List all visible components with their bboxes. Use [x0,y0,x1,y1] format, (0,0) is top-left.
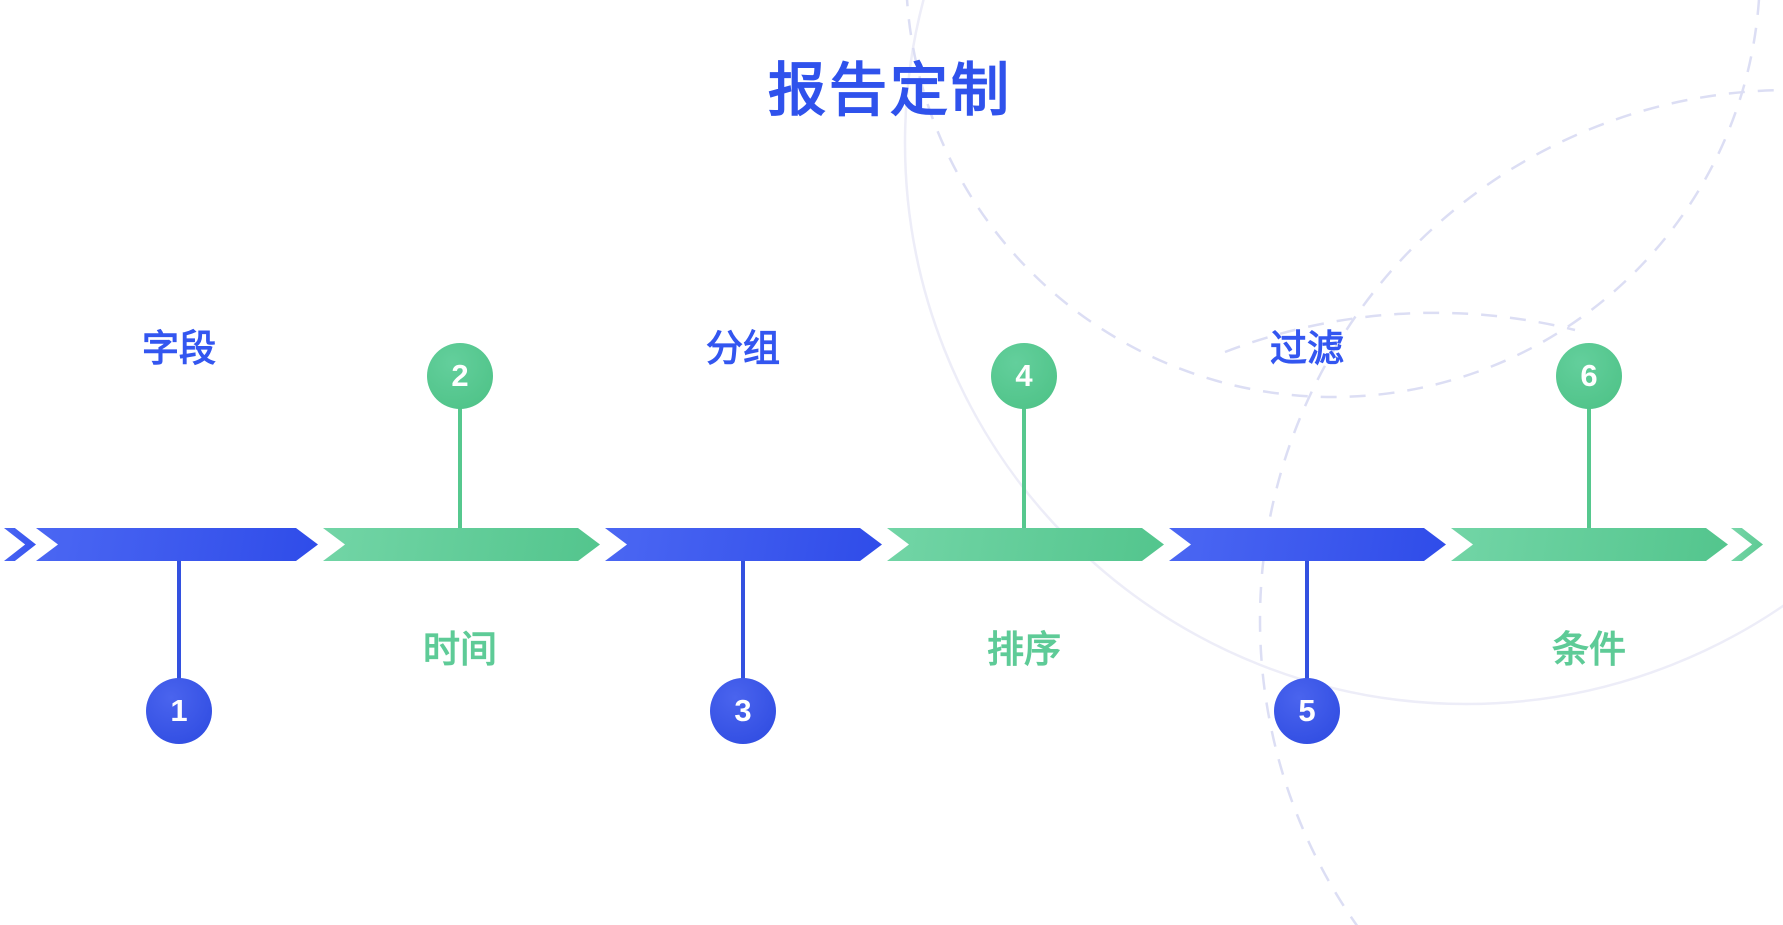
step-label-6: 条件 [1552,629,1626,670]
step-number-circle-1: 1 [146,678,212,744]
band-segment-1 [36,528,318,561]
step-label-4: 排序 [987,629,1061,670]
step-label-2: 时间 [423,629,497,670]
band-segment-4 [887,528,1164,561]
step-number-circle-6: 6 [1556,343,1622,409]
decoration-dashed-arc [1224,311,1576,354]
step-number-circle-5: 5 [1274,678,1340,744]
decoration-dashed-circle-top [905,0,1761,399]
step-number-circle-3: 3 [710,678,776,744]
step-label-1: 字段 [142,328,216,369]
connector-line-6 [1587,400,1591,528]
connector-line-5 [1305,561,1309,680]
step-number-circle-2: 2 [427,343,493,409]
band-segment-2 [323,528,600,561]
band-segment-3 [605,528,882,561]
decoration-dashed-circle-right [1258,88,1783,925]
connector-line-3 [741,561,745,680]
connector-line-4 [1022,400,1026,528]
step-label-3: 分组 [706,328,780,369]
decoration-solid-circle [903,0,1783,706]
band-segment-6 [1451,528,1728,561]
connector-line-1 [177,561,181,680]
step-number-circle-4: 4 [991,343,1057,409]
page-title: 报告定制 [767,58,1013,123]
step-label-5: 过滤 [1270,328,1344,369]
connector-line-2 [458,400,462,528]
band-segment-5 [1169,528,1446,561]
